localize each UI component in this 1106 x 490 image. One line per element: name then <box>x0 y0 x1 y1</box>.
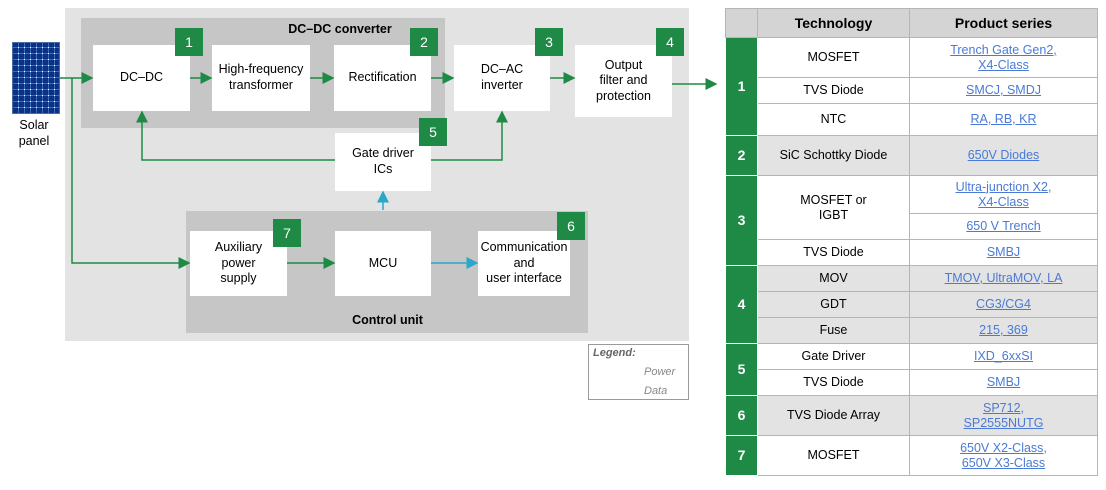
table-row: TVS Diode SMBJ <box>726 369 1098 396</box>
tech-cell: GDT <box>757 291 910 318</box>
group-index-7: 7 <box>725 435 758 476</box>
tech-cell: TVS Diode <box>757 77 910 104</box>
series-cell: SMBJ <box>909 369 1098 396</box>
series-cell: Ultra-junction X2, X4-Class <box>909 175 1098 214</box>
group-index-4: 4 <box>725 265 758 344</box>
series-cell: 650V X2-Class, 650V X3-Class <box>909 435 1098 476</box>
series-cell: 650V Diodes <box>909 135 1098 176</box>
table-row: 4 MOV TMOV, UltraMOV, LA <box>725 265 1098 344</box>
table-row: 6 TVS Diode Array SP712, SP2555NUTG <box>725 395 1098 436</box>
series-link[interactable]: X4-Class <box>978 57 1029 72</box>
tech-cell: MOSFET or IGBT <box>757 175 910 240</box>
series-cell: SMCJ, SMDJ <box>909 77 1098 104</box>
series-link[interactable]: IXD_6xxSI <box>973 349 1034 363</box>
series-link[interactable]: 650V Diodes <box>967 148 1040 162</box>
solar-panel-icon <box>12 42 60 114</box>
dcdc-converter-title: DC–DC converter <box>288 22 392 36</box>
hf-transformer-block: High-frequency transformer <box>212 45 310 111</box>
mcu-block: MCU <box>335 231 431 296</box>
gate-driver-block: Gate driver ICs <box>335 133 431 191</box>
group-index-2: 2 <box>725 135 758 176</box>
table-row: Fuse 215, 369 <box>726 317 1098 344</box>
series-link[interactable]: 650V X3-Class <box>961 455 1046 470</box>
badge-4: 4 <box>656 28 684 56</box>
tech-cell: TVS Diode Array <box>757 395 910 436</box>
series-link[interactable]: SP2555NUTG <box>963 415 1044 430</box>
badge-5: 5 <box>419 118 447 146</box>
header-technology: Technology <box>757 8 910 38</box>
header-product-series: Product series <box>909 8 1098 38</box>
badge-1: 1 <box>175 28 203 56</box>
series-cell: IXD_6xxSI <box>909 343 1098 370</box>
series-cell: 215, 369 <box>909 317 1098 344</box>
series-cell: CG3/CG4 <box>909 291 1098 318</box>
group-index-5: 5 <box>725 343 758 396</box>
series-cell: 650 V Trench <box>909 213 1098 240</box>
tech-cell: MOV <box>757 265 910 292</box>
tech-cell: TVS Diode <box>757 369 910 396</box>
series-link[interactable]: X4-Class <box>978 194 1029 209</box>
series-cell: SP712, SP2555NUTG <box>909 395 1098 436</box>
series-link[interactable]: TMOV, UltraMOV, LA <box>944 271 1063 285</box>
tech-cell: TVS Diode <box>757 239 910 266</box>
table-row: 7 MOSFET 650V X2-Class, 650V X3-Class <box>725 435 1098 476</box>
badge-6: 6 <box>557 212 585 240</box>
table-row: 2 SiC Schottky Diode 650V Diodes <box>725 135 1098 176</box>
output-filter-block: Output filter and protection <box>575 45 672 117</box>
series-link[interactable]: SMBJ <box>986 375 1021 389</box>
tech-cell: SiC Schottky Diode <box>757 135 910 176</box>
tech-cell: NTC <box>757 103 910 136</box>
tech-cell: Gate Driver <box>757 343 910 370</box>
header-index <box>725 8 758 38</box>
group-index-3: 3 <box>725 175 758 266</box>
table-row: TVS Diode SMCJ, SMDJ <box>726 77 1098 104</box>
series-link[interactable]: RA, RB, KR <box>970 112 1037 126</box>
auxiliary-power-block: Auxiliary power supply <box>190 231 287 296</box>
table-header-row: Technology Product series <box>725 8 1098 38</box>
rectification-block: Rectification <box>334 45 431 111</box>
series-link[interactable]: 215, 369 <box>979 323 1028 337</box>
table-row: NTC RA, RB, KR <box>726 103 1098 136</box>
badge-3: 3 <box>535 28 563 56</box>
series-link[interactable]: Trench Gate Gen2, <box>950 42 1057 57</box>
legend-power-label: Power <box>644 366 676 378</box>
series-link[interactable]: 650 V Trench <box>966 219 1041 233</box>
legend-box: Legend: Power Data <box>588 344 689 400</box>
series-link[interactable]: SMCJ, SMDJ <box>966 83 1041 97</box>
series-link[interactable]: 650V X2-Class, <box>960 440 1047 455</box>
communication-block: Communication and user interface <box>478 231 570 296</box>
legend-title: Legend: <box>593 347 636 359</box>
series-link[interactable]: SP712, <box>982 400 1024 415</box>
solar-panel-label: Solar panel <box>18 118 50 148</box>
dcac-inverter-block: DC–AC inverter <box>454 45 550 111</box>
tech-cell: MOSFET <box>757 435 910 476</box>
series-cell: Trench Gate Gen2, X4-Class <box>909 37 1098 78</box>
table-row: GDT CG3/CG4 <box>726 291 1098 318</box>
table-row: 3 MOSFET or IGBT Ultra-junction X2, X4-C… <box>725 175 1098 266</box>
table-row: TVS Diode SMBJ <box>726 239 1098 266</box>
control-unit-title: Control unit <box>352 313 423 327</box>
table-row: 5 Gate Driver IXD_6xxSI <box>725 343 1098 396</box>
table-row: 650 V Trench <box>726 213 1098 240</box>
tech-cell: MOSFET <box>757 37 910 78</box>
series-link[interactable]: Ultra-junction X2, <box>955 179 1052 194</box>
tech-cell: Fuse <box>757 317 910 344</box>
table-row: 1 MOSFET Trench Gate Gen2, X4-Class <box>725 37 1098 136</box>
series-cell: SMBJ <box>909 239 1098 266</box>
legend-data-label: Data <box>644 385 668 397</box>
badge-7: 7 <box>273 219 301 247</box>
series-link[interactable]: SMBJ <box>986 245 1021 259</box>
badge-2: 2 <box>410 28 438 56</box>
series-link[interactable]: CG3/CG4 <box>976 297 1031 311</box>
series-cell: TMOV, UltraMOV, LA <box>909 265 1098 292</box>
series-cell: RA, RB, KR <box>909 103 1098 136</box>
product-table: Technology Product series 1 MOSFET Trenc… <box>725 8 1098 476</box>
group-index-6: 6 <box>725 395 758 436</box>
group-index-1: 1 <box>725 37 758 136</box>
